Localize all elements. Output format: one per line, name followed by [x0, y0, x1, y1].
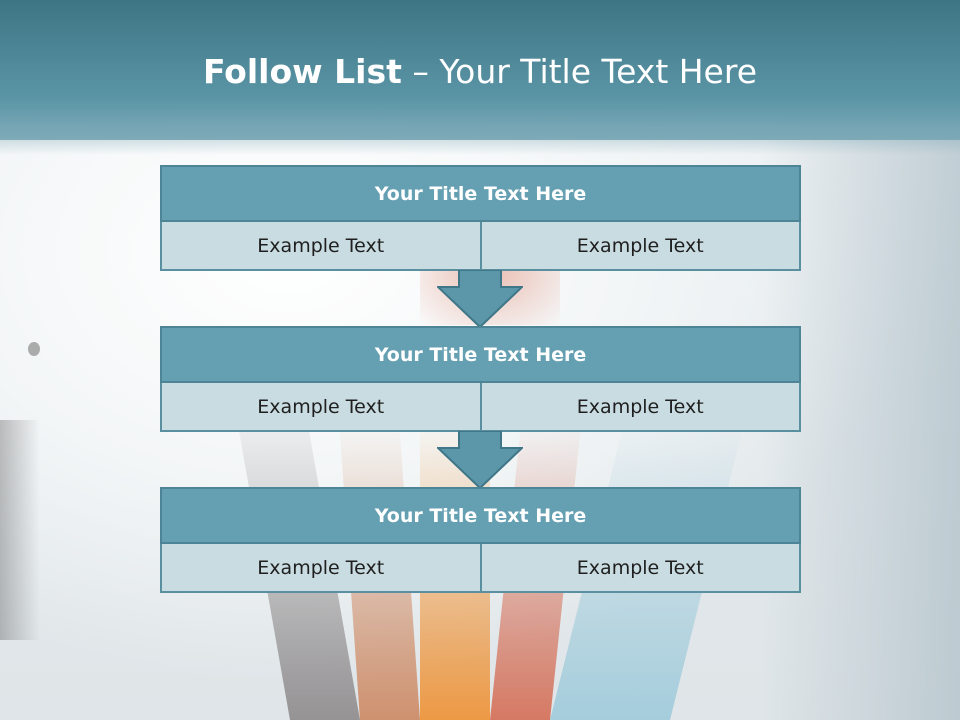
title-bar: [0, 0, 960, 140]
step-cell-right: Example Text: [479, 544, 801, 593]
step-row: Example Text Example Text: [160, 544, 801, 593]
step-row: Example Text Example Text: [160, 383, 801, 432]
step-title: Your Title Text Here: [160, 165, 801, 222]
slide-title-bold: Follow List: [202, 52, 402, 91]
step-cell-left: Example Text: [160, 544, 482, 593]
down-arrow-icon: [437, 270, 523, 328]
step-row: Example Text Example Text: [160, 222, 801, 271]
slide-title: Follow List – Your Title Text Here: [0, 52, 960, 91]
down-arrow-icon: [437, 431, 523, 489]
slide-title-rest: – Your Title Text Here: [412, 52, 758, 91]
step-card-2: Your Title Text Here Example Text Exampl…: [160, 326, 801, 432]
step-cell-right: Example Text: [479, 222, 801, 271]
step-cell-left: Example Text: [160, 383, 482, 432]
step-card-1: Your Title Text Here Example Text Exampl…: [160, 165, 801, 271]
step-title: Your Title Text Here: [160, 326, 801, 383]
step-cell-right: Example Text: [479, 383, 801, 432]
step-title: Your Title Text Here: [160, 487, 801, 544]
step-cell-left: Example Text: [160, 222, 482, 271]
step-card-3: Your Title Text Here Example Text Exampl…: [160, 487, 801, 593]
